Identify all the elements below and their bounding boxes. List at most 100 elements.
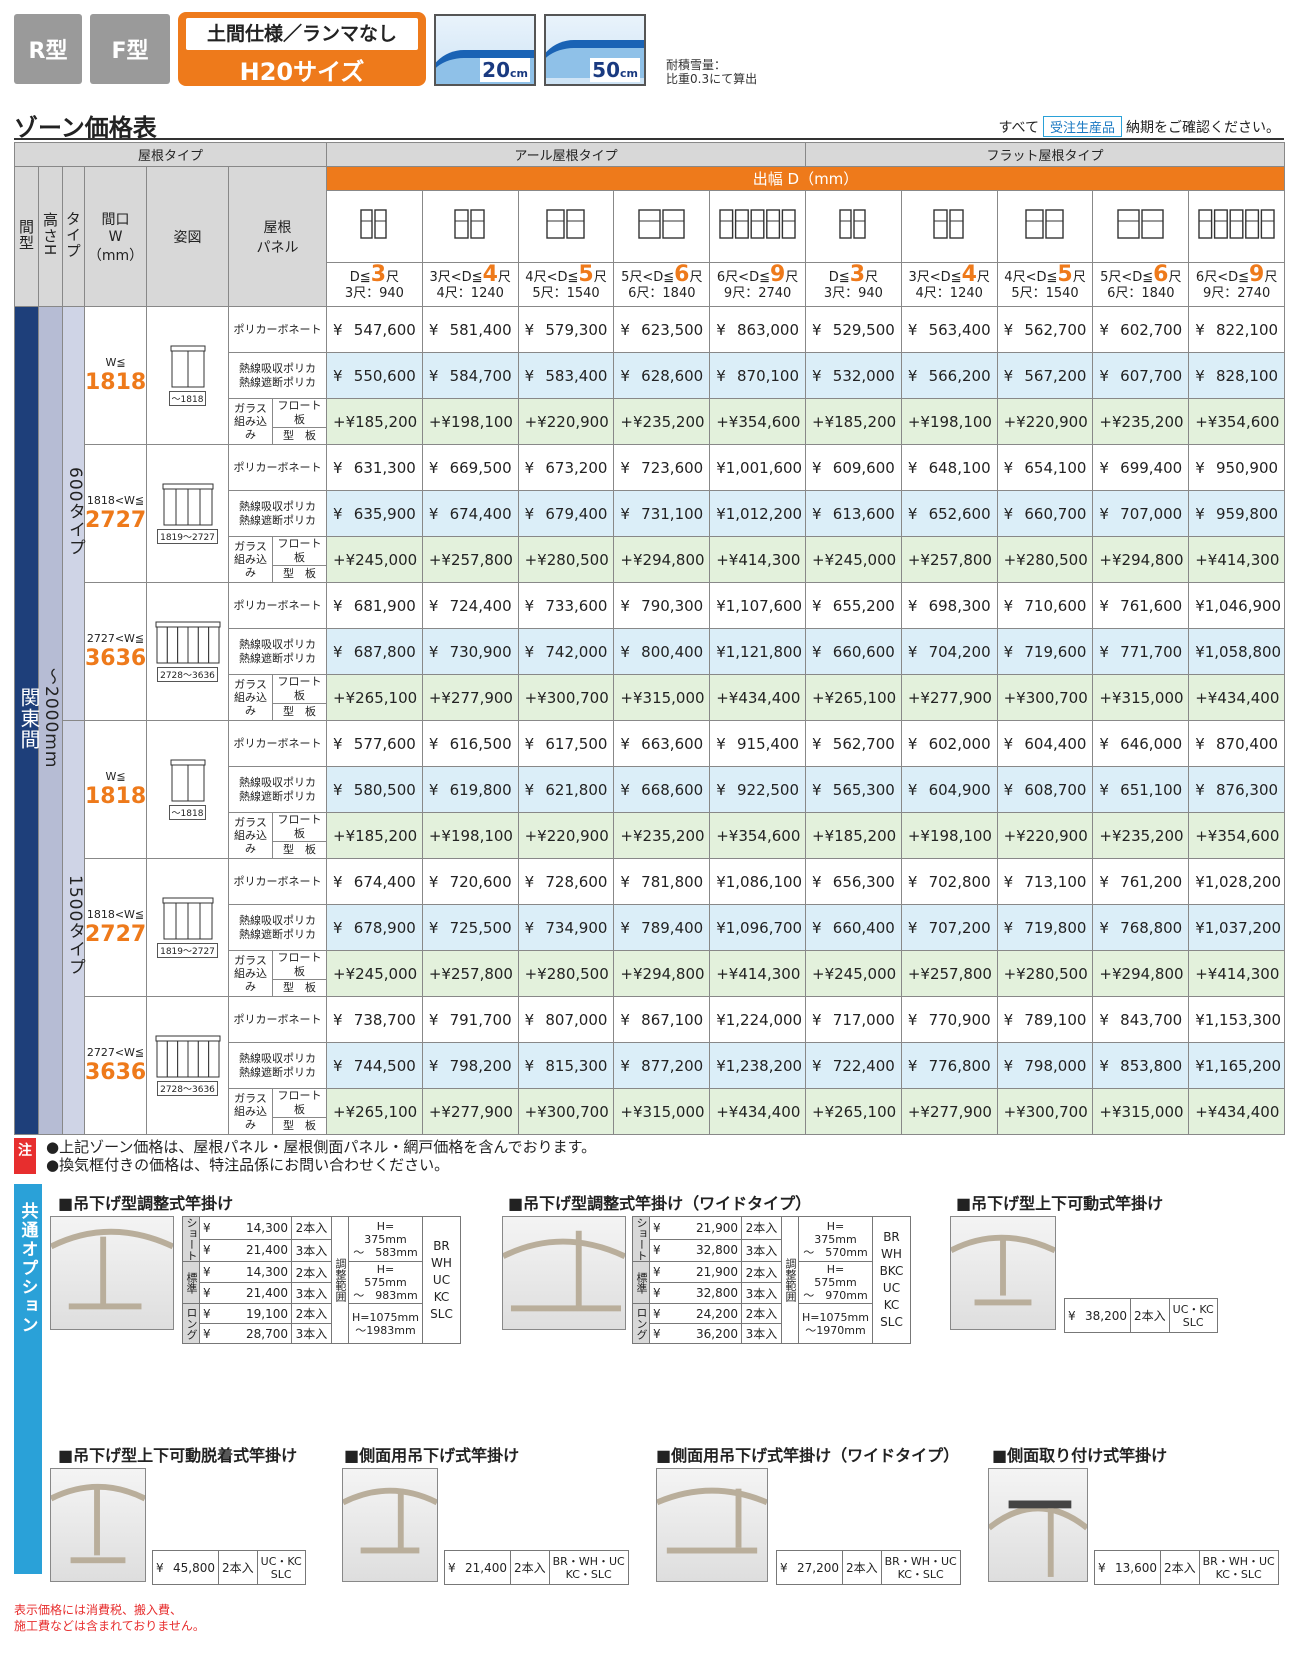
price-cell: ¥959,800 bbox=[1188, 490, 1286, 537]
price-cell: +¥235,200 bbox=[613, 812, 711, 859]
price-cell: +¥245,000 bbox=[805, 536, 902, 583]
price-cell: +¥198,100 bbox=[421, 398, 519, 445]
price-row: 熱線吸収ポリカ熱線遮断ポリカ¥744,500¥798,200¥815,300¥8… bbox=[15, 1042, 1286, 1089]
price-cell: ¥1,046,900 bbox=[1188, 582, 1286, 629]
option-price: ¥14,300 bbox=[199, 1216, 292, 1240]
price-cell: ¥702,800 bbox=[900, 858, 998, 905]
option-3-title: ■吊下げ型上下可動式竿掛け bbox=[956, 1194, 1164, 1213]
price-cell: +¥185,200 bbox=[805, 812, 902, 859]
depth-icon-5 bbox=[709, 190, 807, 263]
price-cell: ¥798,000 bbox=[996, 1042, 1094, 1089]
price-cell: +¥434,400 bbox=[709, 674, 807, 721]
color-list: UC・KC SLC bbox=[1168, 1298, 1218, 1333]
price-cell: ¥656,300 bbox=[805, 858, 902, 905]
figure-width-label: 〜1818 bbox=[168, 391, 207, 406]
price-cell: +¥220,900 bbox=[517, 812, 615, 859]
price-cell: ¥562,700 bbox=[805, 720, 902, 767]
price-cell: ¥1,238,200 bbox=[709, 1042, 807, 1089]
price-row: ガラス組み込みフロート板型 板+¥185,200+¥198,100+¥220,9… bbox=[15, 398, 1286, 445]
price-cell: +¥280,500 bbox=[517, 950, 615, 997]
front-view-icon bbox=[170, 345, 205, 388]
option-7-title: ■側面取り付け式竿掛け bbox=[992, 1446, 1168, 1465]
price-cell: ¥713,100 bbox=[996, 858, 1094, 905]
price-row: ガラス組み込みフロート板型 板+¥245,000+¥257,800+¥280,5… bbox=[15, 536, 1286, 583]
price-cell: +¥245,000 bbox=[326, 950, 423, 997]
price-row: 熱線吸収ポリカ熱線遮断ポリカ¥635,900¥674,400¥679,400¥7… bbox=[15, 490, 1286, 537]
price-cell: ¥707,200 bbox=[900, 904, 998, 951]
option-price: ¥24,200 bbox=[649, 1303, 742, 1324]
window-frame-icon bbox=[933, 208, 964, 239]
width-cell: 1818<W≦2727 bbox=[84, 444, 147, 583]
col-type: タイプ bbox=[62, 166, 85, 307]
option-qty: 3本入 bbox=[291, 1238, 332, 1262]
price-cell: +¥265,100 bbox=[805, 674, 902, 721]
color-list: BR・WH・UC KC・SLC bbox=[880, 1550, 961, 1585]
price-cell: ¥550,600 bbox=[326, 352, 423, 399]
price-cell: ¥566,200 bbox=[900, 352, 998, 399]
option-4-title: ■吊下げ型上下可動脱着式竿掛け bbox=[58, 1446, 298, 1465]
panel-cell: ガラス組み込みフロート板型 板 bbox=[227, 950, 328, 997]
price-cell: +¥434,400 bbox=[1188, 674, 1286, 721]
option-6-title: ■側面用吊下げ式竿掛け（ワイドタイプ） bbox=[656, 1446, 960, 1465]
adjust-range: H= 375mm 〜 570mm bbox=[798, 1216, 873, 1262]
length-group: ショート bbox=[632, 1216, 650, 1262]
panel-cell: ポリカーボネート bbox=[227, 720, 328, 767]
price-cell: +¥300,700 bbox=[517, 674, 615, 721]
depth-icon-1 bbox=[326, 190, 423, 263]
price-cell: ¥567,200 bbox=[996, 352, 1094, 399]
made-to-order-badge: 受注生産品 bbox=[1042, 116, 1122, 137]
price-cell: ¥651,100 bbox=[1092, 766, 1190, 813]
price-cell: +¥257,800 bbox=[421, 536, 519, 583]
option-qty: 2本入 bbox=[741, 1261, 782, 1283]
f-type-tag: F型 bbox=[90, 14, 170, 84]
option-price: ¥21,400 bbox=[199, 1282, 292, 1304]
price-cell: +¥185,200 bbox=[326, 812, 423, 859]
price-cell: +¥220,900 bbox=[996, 398, 1094, 445]
window-frame-icon bbox=[718, 208, 796, 239]
figure-width-label: 2728〜3636 bbox=[157, 667, 218, 682]
price-cell: +¥354,600 bbox=[709, 812, 807, 859]
price-cell: ¥733,600 bbox=[517, 582, 615, 629]
zone-price-table: 屋根タイプ アール屋根タイプ フラット屋根タイプ 間型 高さH タイプ 間口 W… bbox=[13, 142, 1286, 1135]
col-panel: 屋根 パネル bbox=[227, 166, 328, 307]
color-list: BR・WH・UC KC・SLC bbox=[548, 1550, 629, 1585]
price-cell: ¥723,600 bbox=[613, 444, 711, 491]
col-width: 間口 W（mm） bbox=[84, 166, 147, 307]
price-cell: +¥277,900 bbox=[900, 674, 998, 721]
price-cell: +¥235,200 bbox=[613, 398, 711, 445]
price-cell: ¥1,153,300 bbox=[1188, 996, 1286, 1043]
window-frame-icon bbox=[546, 208, 585, 239]
price-cell: ¥681,900 bbox=[326, 582, 423, 629]
price-cell: ¥1,012,200 bbox=[709, 490, 807, 537]
option-price: ¥32,800 bbox=[649, 1282, 742, 1304]
price-cell: +¥277,900 bbox=[421, 1088, 519, 1135]
option-qty: 3本入 bbox=[741, 1238, 782, 1262]
option-price: ¥28,700 bbox=[199, 1323, 292, 1344]
option-7-photo bbox=[987, 1468, 1089, 1582]
price-cell: ¥602,000 bbox=[900, 720, 998, 767]
figure-cell: 2728〜3636 bbox=[146, 582, 229, 721]
price-cell: ¥761,200 bbox=[1092, 858, 1190, 905]
delivery-note: すべて受注生産品納期をご確認ください。 bbox=[999, 116, 1280, 137]
option-price: ¥13,600 bbox=[1094, 1550, 1161, 1585]
price-cell: ¥724,400 bbox=[421, 582, 519, 629]
price-cell: ¥717,000 bbox=[805, 996, 902, 1043]
window-frame-icon bbox=[454, 208, 485, 239]
price-cell: ¥915,400 bbox=[709, 720, 807, 767]
price-cell: +¥294,800 bbox=[1092, 536, 1190, 583]
price-cell: ¥798,200 bbox=[421, 1042, 519, 1089]
price-cell: +¥354,600 bbox=[709, 398, 807, 445]
price-cell: ¥719,800 bbox=[996, 904, 1094, 951]
figure-width-label: 1819〜2727 bbox=[157, 529, 218, 544]
price-cell: +¥198,100 bbox=[900, 812, 998, 859]
option-qty: 2本入 bbox=[741, 1303, 782, 1324]
price-cell: +¥277,900 bbox=[900, 1088, 998, 1135]
